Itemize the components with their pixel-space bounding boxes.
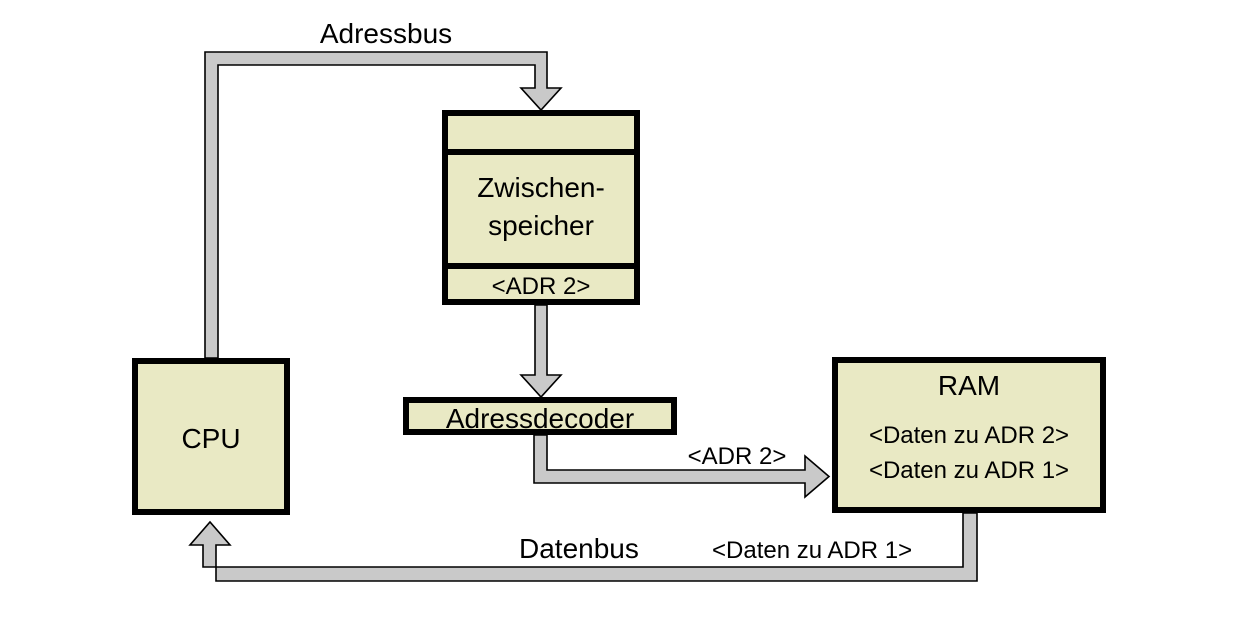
ram-row-2: <Daten zu ADR 1> — [868, 457, 1070, 484]
adressdecoder-label: Adressdecoder — [445, 403, 635, 434]
ram-title: RAM — [937, 370, 1001, 401]
node-adressdecoder[interactable] — [403, 397, 677, 435]
zwischenspeicher-value: <ADR 2> — [491, 273, 591, 300]
adressbus-label: Adressbus — [319, 18, 453, 49]
datenbus-value-label: <Daten zu ADR 1> — [712, 537, 913, 564]
adressbus-connector — [204, 51, 563, 359]
ram-row-1: <Daten zu ADR 2> — [868, 422, 1070, 449]
datenbus-label: Datenbus — [519, 533, 639, 564]
zwischenspeicher-title-line1: Zwischen- — [477, 172, 605, 203]
adressdecoder-ram-connector — [533, 434, 831, 499]
adr2-arrow-label: <ADR 2> — [687, 443, 787, 470]
zwischenspeicher-adressdecoder-connector — [519, 304, 563, 399]
node-zwischenspeicher[interactable] — [442, 110, 640, 305]
node-ram[interactable] — [832, 357, 1106, 513]
node-cpu[interactable] — [132, 358, 290, 515]
cpu-label: CPU — [181, 423, 241, 454]
zwischenspeicher-title-line2: speicher — [488, 210, 594, 241]
datenbus-connector — [188, 512, 978, 582]
